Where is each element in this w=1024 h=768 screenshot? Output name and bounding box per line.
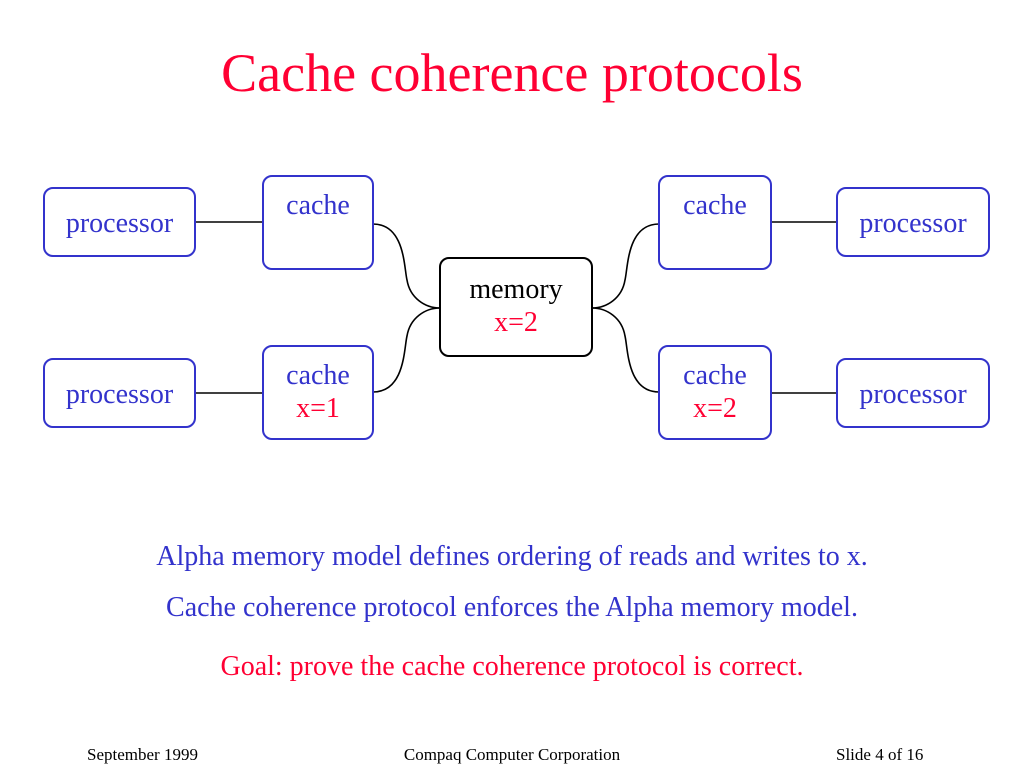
footer-date: September 1999 <box>87 745 198 764</box>
processor-bottom-left: processor <box>43 358 196 428</box>
cache-value: x=2 <box>693 393 737 424</box>
cache-value: x=1 <box>296 393 340 424</box>
cache-top-right: cache <box>658 175 772 270</box>
cache-label: cache <box>286 360 350 391</box>
memory-box: memory x=2 <box>439 257 593 357</box>
cache-label: cache <box>683 190 747 221</box>
goal-line: Goal: prove the cache coherence protocol… <box>220 651 804 682</box>
link-cache-top-right-memory <box>591 223 660 309</box>
processor-label: processor <box>65 379 174 410</box>
body-line-1: Alpha memory model defines ordering of r… <box>156 541 868 572</box>
slide-title: Cache coherence protocols <box>221 43 803 103</box>
processor-label: processor <box>859 208 967 239</box>
processor-label: processor <box>859 379 967 410</box>
body-line-2: Cache coherence protocol enforces the Al… <box>166 592 858 623</box>
memory-label: memory <box>469 274 563 305</box>
memory-value: x=2 <box>494 307 538 338</box>
cache-label: cache <box>683 360 747 391</box>
processor-top-left: processor <box>43 187 196 257</box>
cache-bottom-right: cache x=2 <box>658 345 772 440</box>
cache-top-left: cache <box>262 175 374 270</box>
processor-top-right: processor <box>836 187 990 257</box>
footer-slide-number: Slide 4 of 16 <box>836 745 924 764</box>
link-cache-top-left-memory <box>372 223 441 309</box>
footer-organization: Compaq Computer Corporation <box>403 745 621 764</box>
cache-bottom-left: cache x=1 <box>262 345 374 440</box>
link-cache-bottom-left-memory <box>372 307 441 393</box>
cache-label: cache <box>286 190 350 221</box>
link-cache-bottom-right-memory <box>591 307 660 393</box>
processor-bottom-right: processor <box>836 358 990 428</box>
processor-label: processor <box>65 208 174 239</box>
